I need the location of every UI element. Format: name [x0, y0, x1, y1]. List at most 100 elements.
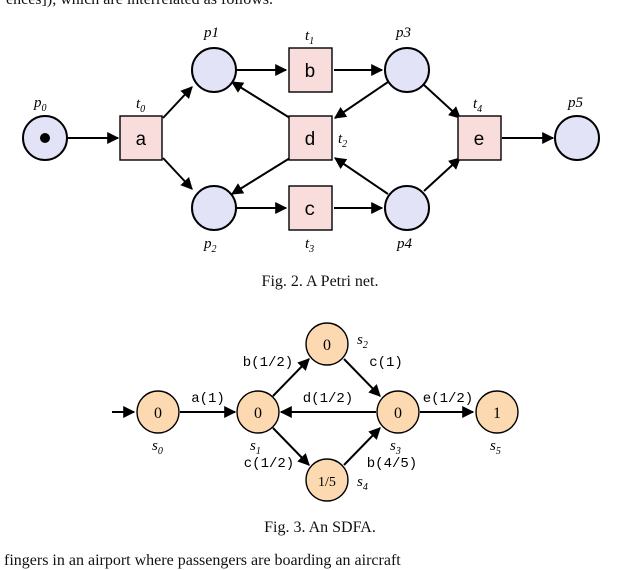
transition-t0-action: a: [135, 129, 146, 151]
state-s2-label: s: [357, 332, 363, 348]
arc-t2-p2: [230, 157, 291, 195]
place-p2-label: p: [203, 236, 212, 252]
svg-text:s1: s1: [250, 438, 261, 457]
place-p1: p1: [191, 25, 237, 93]
transition-t4-action: e: [473, 129, 484, 151]
petri-arcs: [68, 64, 555, 214]
transition-t1-action: b: [304, 61, 315, 83]
transition-t1: b t1: [288, 28, 333, 93]
state-s2-sub: 2: [363, 340, 368, 351]
arc-t0-p2: [162, 157, 193, 190]
transition-t0-sub: 0: [140, 104, 145, 115]
svg-text:t2: t2: [338, 131, 347, 150]
body-text-bottom: fingers in an airport where passengers a…: [4, 552, 401, 569]
transition-t0: a t0: [119, 96, 163, 161]
state-s0-value: 0: [154, 405, 162, 422]
transition-t1-sub: 1: [309, 36, 314, 47]
arc-p3-t2: [334, 81, 389, 119]
place-p1-label: p1: [203, 25, 219, 41]
svg-text:s2: s2: [357, 332, 368, 351]
edge-label-s1-s4: c(1/2): [244, 456, 294, 472]
state-s5-value: 1: [493, 405, 501, 422]
arc-t2-p1: [230, 81, 291, 119]
edge-s4-s3: [343, 427, 381, 466]
state-s4: 1/5 s4: [305, 458, 368, 502]
svg-text:t1: t1: [305, 28, 314, 47]
transition-t2-sub: 2: [342, 139, 347, 150]
state-s1: 0 s1: [236, 390, 280, 457]
state-s0-sub: 0: [158, 446, 163, 457]
place-p5-label: p5: [567, 95, 584, 111]
svg-text:t3: t3: [305, 236, 314, 255]
edge-label-s2-s3: c(1): [369, 355, 403, 371]
arc-p3-t4: [423, 84, 461, 119]
state-s3-label: s: [390, 438, 396, 454]
transition-t2: d t2: [288, 115, 347, 161]
state-s3-sub: 3: [395, 446, 401, 457]
petri-net-figure: p0 p1 p2 p3 p4 p5 a t0 b t1 d t2 c t3: [22, 25, 600, 255]
transition-t2-action: d: [304, 129, 315, 151]
place-p2: p2: [191, 185, 237, 255]
place-p0-label: p: [33, 95, 42, 111]
place-p3-label: p3: [395, 25, 411, 41]
edge-label-s3-s1: d(1/2): [303, 391, 353, 407]
edge-s2-s3: [343, 358, 381, 397]
state-s4-sub: 4: [363, 482, 368, 493]
svg-text:t4: t4: [473, 96, 482, 115]
transition-t1-label: t: [305, 28, 310, 44]
svg-text:p2: p2: [203, 236, 217, 255]
body-text-top: ences]), which are interrelated as follo…: [6, 0, 640, 9]
arc-t0-p1: [162, 86, 193, 119]
svg-text:s0: s0: [152, 438, 163, 457]
state-s2: 0 s2: [305, 322, 368, 366]
edge-label-s3-s5: e(1/2): [423, 391, 473, 407]
token-dot: [40, 133, 50, 143]
svg-text:p0: p0: [33, 95, 47, 114]
state-s1-value: 0: [254, 405, 262, 422]
edge-s1-s2: [272, 358, 310, 397]
sdfa-edge-labels: a(1) b(1/2) c(1) d(1/2) e(1/2) c(1/2) b(…: [191, 355, 473, 472]
place-p2-sub: 2: [212, 244, 217, 255]
sdfa-edges: [112, 358, 475, 466]
state-s2-value: 0: [323, 337, 331, 354]
state-s5: 1 s5: [475, 390, 519, 457]
arc-p4-t2: [334, 157, 389, 195]
transition-t0-label: t: [136, 96, 141, 112]
svg-text:s5: s5: [490, 438, 501, 457]
state-s3-value: 0: [394, 405, 402, 422]
place-p4-label: p4: [396, 236, 413, 252]
transition-t3-label: t: [305, 236, 310, 252]
transition-t4-label: t: [473, 96, 478, 112]
state-s3: 0 s3: [376, 390, 420, 457]
state-s5-sub: 5: [496, 446, 501, 457]
place-p4: p4: [384, 185, 430, 252]
state-s1-label: s: [250, 438, 256, 454]
place-p5: p5: [554, 95, 600, 161]
place-p0-sub: 0: [42, 103, 47, 114]
transition-t3-sub: 3: [308, 244, 314, 255]
transition-t3: c t3: [288, 185, 333, 255]
state-s5-label: s: [490, 438, 496, 454]
svg-text:s3: s3: [390, 438, 401, 457]
svg-text:s4: s4: [357, 474, 368, 493]
edge-s1-s4: [272, 427, 310, 466]
edge-label-s0-s1: a(1): [191, 391, 225, 407]
state-s1-sub: 1: [256, 446, 261, 457]
figure-2-caption: Fig. 2. A Petri net.: [261, 273, 379, 290]
transition-t2-label: t: [338, 131, 343, 147]
state-s0-label: s: [152, 438, 158, 454]
transition-t3-action: c: [304, 199, 315, 221]
arc-p4-t4: [423, 157, 461, 192]
edge-label-s4-s3: b(4/5): [367, 456, 417, 472]
svg-text:t0: t0: [136, 96, 145, 115]
state-s4-label: s: [357, 474, 363, 490]
place-p3: p3: [384, 25, 430, 93]
state-s4-value: 1/5: [318, 475, 336, 490]
figure-3-caption: Fig. 3. An SDFA.: [264, 519, 376, 536]
state-s0: 0 s0: [136, 390, 180, 457]
place-p0: p0: [22, 95, 68, 161]
transition-t4: e t4: [457, 96, 502, 161]
transition-t4-sub: 4: [477, 104, 482, 115]
edge-label-s1-s2: b(1/2): [243, 355, 293, 371]
